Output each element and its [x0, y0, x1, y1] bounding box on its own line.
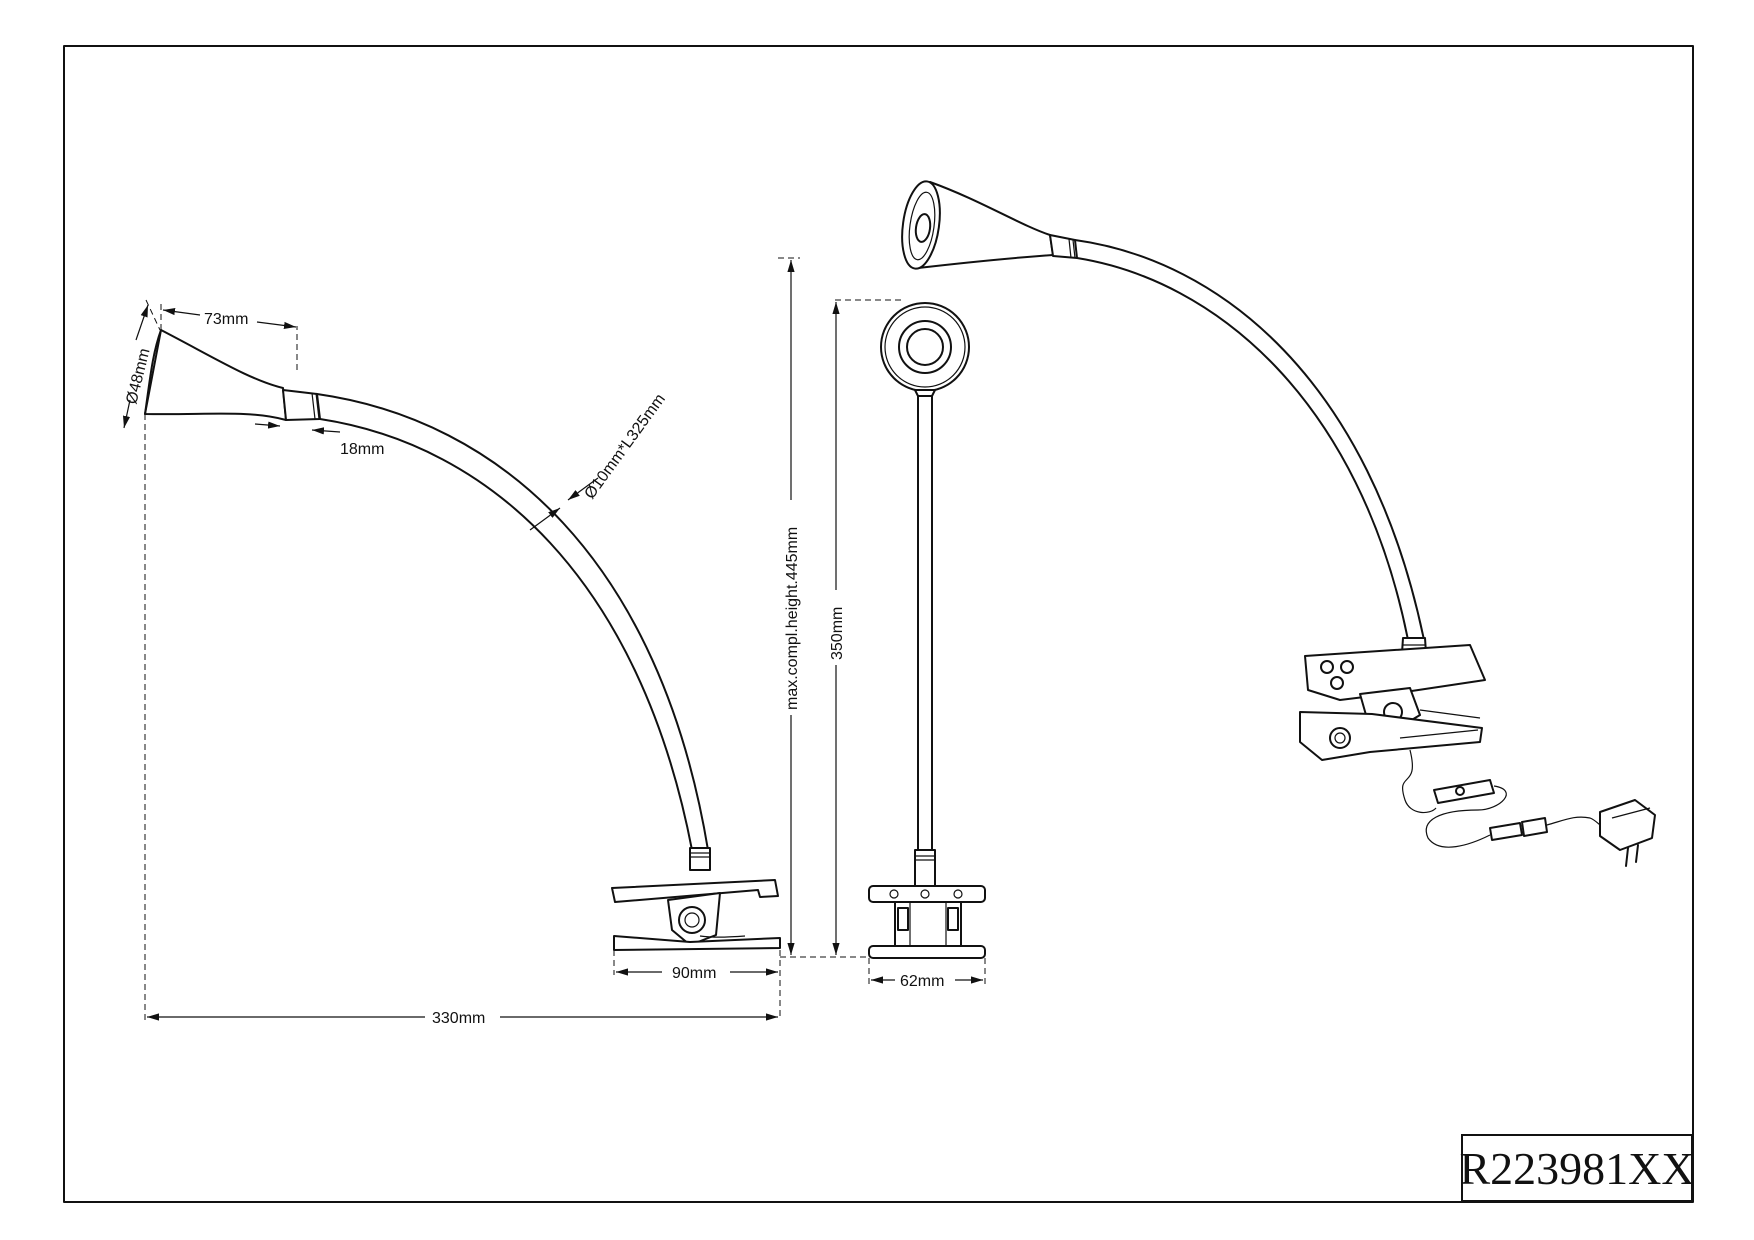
- side-view-lamp: [144, 329, 781, 951]
- dim-height: 350mm: [829, 607, 846, 660]
- lamp-head-side: [144, 329, 287, 421]
- front-view-dimensions: 350mm 62mm: [829, 299, 986, 990]
- clamp-perspective: [1299, 644, 1486, 761]
- clamp-front: [868, 885, 986, 959]
- gooseneck-arm-side: [316, 393, 709, 851]
- lamp-head-front: [880, 302, 970, 392]
- clamp-side: [611, 879, 781, 951]
- gooseneck-arm-perspective: [1074, 239, 1425, 641]
- dim-clamp-length: 90mm: [672, 965, 716, 982]
- dim-head-length: 73mm: [204, 311, 248, 328]
- dim-total-length: 330mm: [432, 1010, 485, 1027]
- perspective-view-lamp: [901, 180, 1656, 867]
- power-cable-perspective: [1401, 749, 1656, 867]
- dim-collar-length: 18mm: [340, 441, 384, 458]
- product-code: R223981XX: [1459, 1134, 1695, 1202]
- dim-arm: Ø10mm*L325mm: [581, 391, 668, 502]
- dim-max-height: max.compl.height.445mm: [784, 527, 801, 710]
- dim-clamp-width: 62mm: [900, 973, 944, 990]
- front-view-lamp: [868, 302, 986, 959]
- drawing-frame: [63, 45, 1694, 1203]
